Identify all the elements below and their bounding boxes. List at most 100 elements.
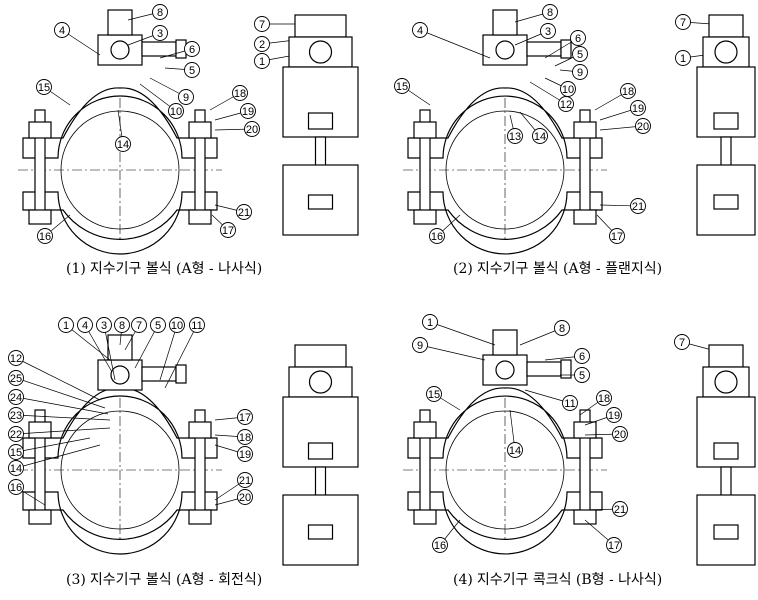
callout-4: 4 bbox=[412, 22, 491, 59]
callout-number: 14 bbox=[509, 445, 521, 457]
leader-line bbox=[15, 357, 101, 401]
callout-circle bbox=[8, 460, 24, 476]
callout-number: 9 bbox=[417, 340, 423, 352]
leader-line bbox=[15, 444, 101, 469]
callout-circle bbox=[562, 395, 578, 411]
caption-text: 지수기구 볼식 (A형 - 회전식) bbox=[89, 572, 263, 588]
callout-1: 1 bbox=[422, 314, 496, 346]
caption-number: (2) bbox=[453, 261, 473, 277]
leader-line bbox=[84, 324, 113, 373]
ball-valve bbox=[495, 360, 515, 380]
callout-18: 18 bbox=[594, 83, 636, 111]
caption-panel-4: (4)지수기구 콕크식 (B형 - 나사식) bbox=[453, 569, 666, 589]
callout-circle bbox=[237, 429, 253, 445]
callout-20: 20 bbox=[584, 426, 628, 442]
nut bbox=[188, 121, 212, 139]
callout-circle bbox=[240, 103, 256, 119]
callout-6: 6 bbox=[544, 348, 590, 364]
callout-14: 14 bbox=[115, 109, 131, 152]
callout-circle bbox=[630, 198, 646, 214]
callout-20: 20 bbox=[214, 121, 260, 137]
side-port bbox=[714, 40, 738, 64]
callout-number: 14 bbox=[534, 131, 546, 143]
pipe-outline bbox=[445, 410, 565, 530]
callout-number: 8 bbox=[157, 7, 163, 19]
callout-circle bbox=[554, 320, 570, 336]
nut bbox=[573, 209, 597, 225]
leader-line bbox=[15, 437, 91, 453]
callout-circle bbox=[570, 30, 586, 46]
callout-number: 8 bbox=[119, 320, 125, 332]
callout-circle bbox=[150, 317, 166, 333]
callout-number: 14 bbox=[10, 463, 22, 475]
callout-number: 11 bbox=[564, 398, 575, 410]
callout-circle bbox=[244, 121, 260, 137]
callout-1: 1 bbox=[675, 50, 706, 66]
callout-circle bbox=[630, 100, 646, 116]
callout-circle bbox=[131, 317, 147, 333]
callout-number: 21 bbox=[632, 201, 644, 213]
caption-text: 지수기구 콕크식 (B형 - 나사식) bbox=[476, 572, 663, 588]
pipe-outline bbox=[60, 110, 180, 230]
callout-number: 7 bbox=[679, 337, 685, 349]
callout-17: 17 bbox=[584, 519, 622, 553]
callout-circle bbox=[152, 4, 168, 20]
outlet bbox=[526, 361, 562, 377]
leader-line bbox=[429, 321, 496, 346]
leader-line bbox=[103, 324, 116, 381]
callout-8: 8 bbox=[114, 317, 130, 346]
callout-circle bbox=[237, 409, 253, 425]
callout-number: 4 bbox=[417, 25, 423, 37]
caption-panel-1: (1)지수기구 볼식 (A형 - 나사식) bbox=[66, 258, 266, 278]
callout-number: 6 bbox=[575, 33, 581, 45]
side-body bbox=[288, 36, 353, 68]
callout-15: 15 bbox=[394, 78, 431, 106]
callout-circle bbox=[36, 79, 52, 95]
callout-circle bbox=[232, 85, 248, 101]
callout-5: 5 bbox=[164, 62, 200, 78]
outlet-nut bbox=[175, 364, 187, 384]
callout-number: 1 bbox=[259, 56, 265, 68]
callout-number: 16 bbox=[39, 231, 51, 243]
callout-circle bbox=[429, 228, 445, 244]
outlet-nut bbox=[560, 39, 572, 59]
outlet bbox=[526, 41, 562, 57]
callout-number: 19 bbox=[632, 103, 644, 115]
side-nut bbox=[307, 194, 334, 210]
callout-number: 2 bbox=[259, 39, 265, 51]
callout-circle bbox=[8, 479, 24, 495]
callout-17: 17 bbox=[211, 214, 236, 238]
leader-line bbox=[419, 29, 491, 59]
callout-circle bbox=[507, 128, 523, 144]
pipe-outline bbox=[445, 110, 565, 230]
outlet bbox=[141, 366, 177, 382]
outlet-nut bbox=[560, 359, 572, 379]
callout-21: 21 bbox=[584, 501, 628, 517]
callout-18: 18 bbox=[209, 85, 248, 111]
callout-circle bbox=[558, 96, 574, 112]
callout-7: 7 bbox=[675, 14, 713, 30]
callout-number: 17 bbox=[239, 412, 251, 424]
callout-circle bbox=[412, 22, 428, 38]
callout-circle bbox=[8, 444, 24, 460]
callout-number: 15 bbox=[396, 81, 408, 93]
callout-circle bbox=[8, 407, 24, 423]
callout-number: 4 bbox=[59, 25, 65, 37]
nut bbox=[188, 509, 212, 525]
callout-19: 19 bbox=[214, 103, 256, 121]
callout-20: 20 bbox=[214, 489, 253, 506]
callout-number: 15 bbox=[38, 82, 50, 94]
callout-number: 5 bbox=[155, 320, 161, 332]
callout-6: 6 bbox=[544, 30, 586, 59]
nut bbox=[413, 209, 437, 225]
callout-11: 11 bbox=[164, 317, 205, 389]
callout-7: 7 bbox=[674, 334, 713, 351]
callout-5: 5 bbox=[560, 367, 590, 383]
callout-19: 19 bbox=[584, 407, 622, 426]
callout-8: 8 bbox=[127, 4, 168, 21]
callout-circle bbox=[572, 64, 588, 80]
leader-line bbox=[65, 324, 111, 361]
callout-number: 5 bbox=[189, 65, 195, 77]
